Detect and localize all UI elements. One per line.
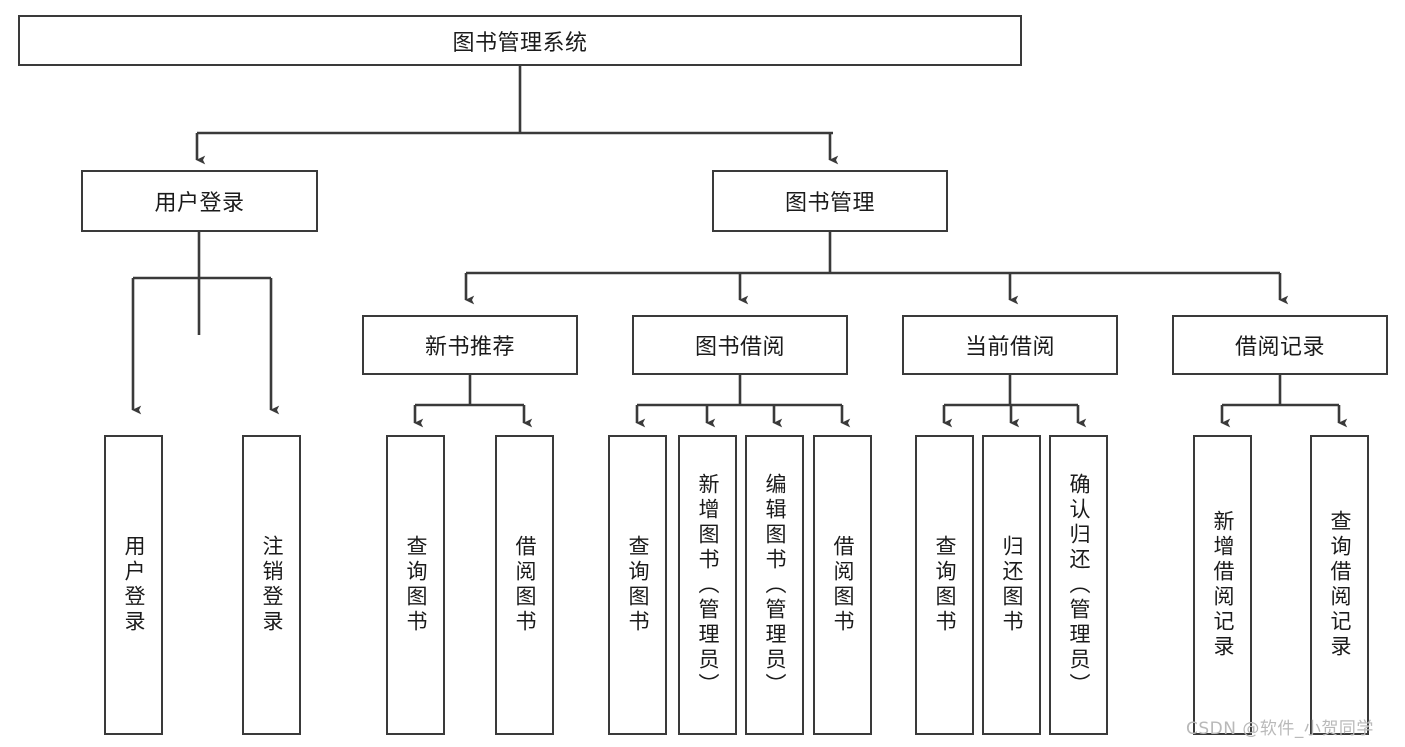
node-root[interactable]: 图书管理系统 [18,15,1022,66]
node-book-manage-label: 图书管理 [784,191,875,216]
node-leaf-return-book[interactable]: 归还图书 [982,435,1041,735]
node-leaf-confirm-return-label: 确认归还（管理员） [1067,472,1091,698]
node-borrow-record[interactable]: 借阅记录 [1172,315,1388,375]
node-leaf-add-record-label: 新增借阅记录 [1211,510,1235,660]
node-book-borrow[interactable]: 图书借阅 [632,315,848,375]
node-current-borrow[interactable]: 当前借阅 [902,315,1118,375]
node-leaf-query-book-1-label: 查询图书 [404,535,428,635]
node-new-book-rec-label: 新书推荐 [424,335,515,360]
node-borrow-record-label: 借阅记录 [1234,335,1325,360]
node-current-borrow-label: 当前借阅 [964,335,1055,360]
node-leaf-borrow-book-1-label: 借阅图书 [513,535,537,635]
node-leaf-query-book-2-label: 查询图书 [626,535,650,635]
node-leaf-query-record-label: 查询借阅记录 [1328,510,1352,660]
node-leaf-query-record[interactable]: 查询借阅记录 [1310,435,1369,735]
node-leaf-borrow-book-2[interactable]: 借阅图书 [813,435,872,735]
node-leaf-edit-book[interactable]: 编辑图书（管理员） [745,435,804,735]
node-leaf-edit-book-label: 编辑图书（管理员） [763,472,787,698]
node-leaf-borrow-book-1[interactable]: 借阅图书 [495,435,554,735]
node-leaf-query-book-2[interactable]: 查询图书 [608,435,667,735]
node-user-login[interactable]: 用户登录 [81,170,318,232]
node-leaf-add-book[interactable]: 新增图书（管理员） [678,435,737,735]
node-leaf-user-login[interactable]: 用户登录 [104,435,163,735]
node-user-login-label: 用户登录 [154,191,245,216]
node-leaf-query-book-3-label: 查询图书 [933,535,957,635]
node-root-label: 图书管理系统 [452,30,588,56]
node-leaf-confirm-return[interactable]: 确认归还（管理员） [1049,435,1108,735]
csdn-watermark: CSDN @软件_小贺同学 [1186,719,1374,739]
node-book-manage[interactable]: 图书管理 [712,170,948,232]
node-leaf-query-book-1[interactable]: 查询图书 [386,435,445,735]
node-leaf-add-record[interactable]: 新增借阅记录 [1193,435,1252,735]
node-leaf-borrow-book-2-label: 借阅图书 [831,535,855,635]
node-book-borrow-label: 图书借阅 [694,335,785,360]
node-leaf-user-login-label: 用户登录 [122,535,146,635]
node-leaf-logout-label: 注销登录 [260,535,284,635]
node-leaf-add-book-label: 新增图书（管理员） [696,472,720,698]
node-leaf-logout[interactable]: 注销登录 [242,435,301,735]
node-leaf-query-book-3[interactable]: 查询图书 [915,435,974,735]
node-new-book-rec[interactable]: 新书推荐 [362,315,578,375]
node-leaf-return-book-label: 归还图书 [1000,535,1024,635]
